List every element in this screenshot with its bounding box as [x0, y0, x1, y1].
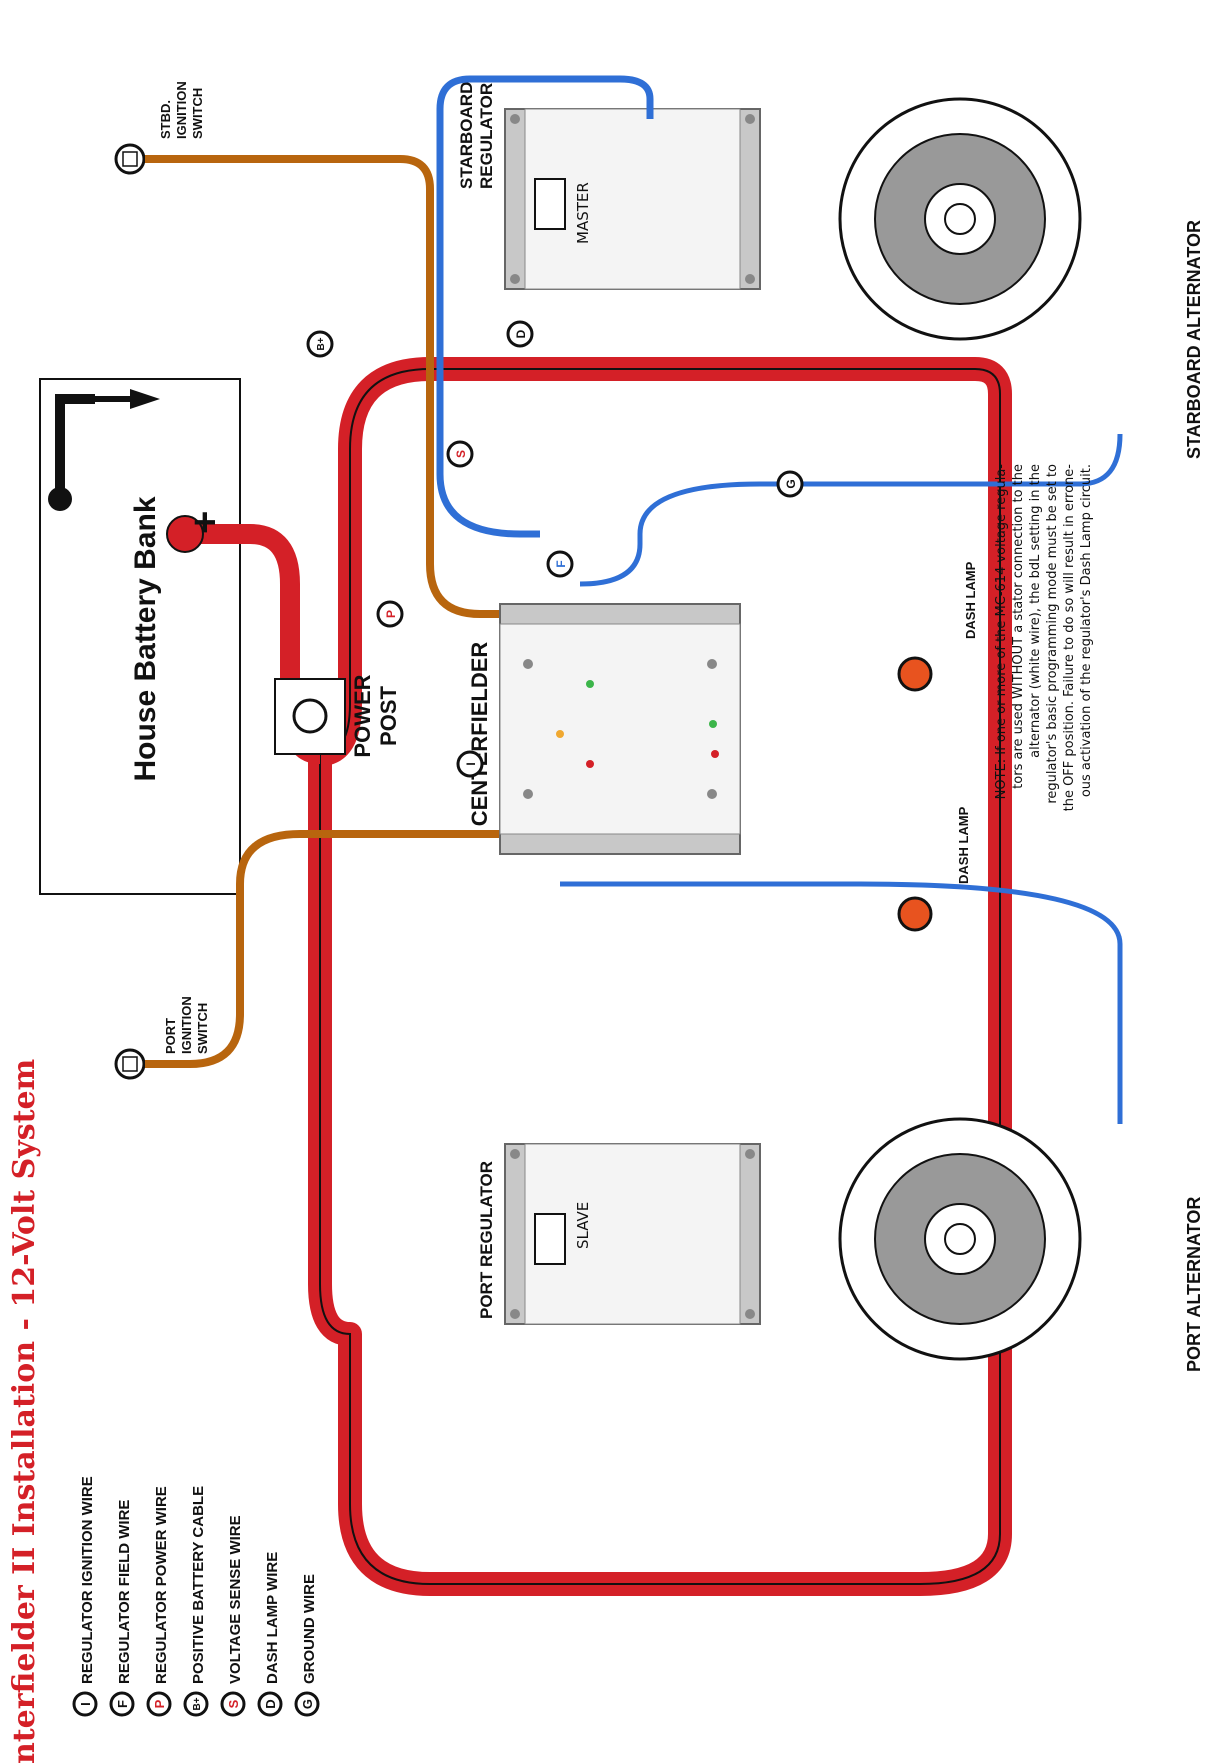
legend-label-dash: DASH LAMP WIRE — [264, 1552, 281, 1684]
power-post — [292, 698, 328, 734]
note-line-2: tors are used WITHOUT a stator connectio… — [1011, 464, 1026, 789]
svg-text:I: I — [464, 762, 478, 765]
legend: I REGULATOR IGNITION WIRE F REGULATOR FIEL… — [72, 1476, 320, 1717]
battery-bus-loop — [308, 357, 1012, 1596]
svg-text:B+: B+ — [192, 1697, 203, 1710]
stbd-reg-label-2: REGULATOR — [477, 83, 496, 189]
dash-lamp-lower — [897, 896, 933, 932]
svg-text:G: G — [300, 1699, 315, 1709]
dash-lamp-upper — [897, 656, 933, 692]
port-ignition-switch[interactable] — [114, 1048, 146, 1080]
marker-battery-1: B+ — [306, 330, 334, 358]
battery-label: House Battery Bank — [129, 496, 162, 781]
centerfielder-label: CENTERFIELDER — [467, 642, 492, 827]
legend-item-field: F REGULATOR FIELD WIRE — [109, 1500, 135, 1717]
svg-text:P: P — [152, 1699, 167, 1708]
svg-text:P: P — [384, 610, 398, 618]
dash-lamp-label-upper: DASH LAMP — [963, 561, 978, 639]
marker-ignition-1: I — [456, 750, 484, 778]
legend-label-power: REGULATOR POWER WIRE — [153, 1486, 170, 1684]
marker-field-1: F — [546, 550, 574, 578]
legend-item-power: P REGULATOR POWER WIRE — [146, 1486, 172, 1717]
starboard-alternator — [838, 97, 1082, 341]
svg-text:S: S — [454, 450, 468, 458]
marker-dash-1: D — [506, 320, 534, 348]
legend-item-ground: G GROUND WIRE — [294, 1574, 320, 1717]
svg-text:B+: B+ — [316, 337, 327, 350]
stbd-alternator-label: STARBOARD ALTERNATOR — [1184, 220, 1204, 459]
svg-text:D: D — [263, 1699, 278, 1708]
svg-text:G: G — [784, 479, 798, 488]
power-post-label-1: POWER — [350, 674, 375, 757]
power-post-label-2: POST — [376, 685, 401, 745]
marker-sense-1: S — [446, 440, 474, 468]
port-alternator-label: PORT ALTERNATOR — [1184, 1197, 1204, 1372]
legend-item-battery: B+ POSITIVE BATTERY CABLE — [183, 1486, 209, 1717]
centerfielder-module — [499, 603, 741, 855]
port-switch-label-1: PORT — [163, 1018, 178, 1054]
marker-ground-1: G — [776, 470, 804, 498]
svg-text:S: S — [226, 1699, 241, 1708]
port-reg-mode: SLAVE — [574, 1202, 592, 1249]
stbd-reg-mode: MASTER — [574, 182, 592, 244]
svg-text:I: I — [78, 1702, 93, 1706]
legend-label-ground: GROUND WIRE — [301, 1574, 318, 1684]
svg-text:F: F — [115, 1700, 130, 1708]
stbd-switch-label-3: SWITCH — [190, 88, 205, 139]
legend-label-field: REGULATOR FIELD WIRE — [116, 1500, 133, 1684]
port-switch-label-2: IGNITION — [179, 996, 194, 1054]
stbd-switch-label-2: IGNITION — [174, 81, 189, 139]
stbd-alt-field-wire — [579, 433, 1123, 587]
starboard-regulator — [504, 108, 761, 290]
note-line-6: ous activation of the regulator's Dash L… — [1079, 464, 1094, 797]
note-text-block: NOTE: If one or more of the MC-614 volta… — [994, 464, 1094, 812]
port-switch-label-3: SWITCH — [195, 1003, 210, 1054]
note-line-5: the OFF position. Failure to do so will … — [1062, 464, 1077, 812]
stbd-ignition-switch[interactable] — [114, 143, 146, 175]
legend-item-sense: S VOLTAGE SENSE WIRE — [220, 1515, 246, 1717]
legend-item-ignition: I REGULATOR IGNITION WIRE — [72, 1476, 98, 1717]
note-line-4: regulator's basic programming mode must … — [1045, 464, 1060, 804]
svg-text:F: F — [554, 560, 568, 567]
marker-power-1: P — [376, 600, 404, 628]
svg-text:D: D — [514, 329, 528, 338]
note-line-3: alternator (white wire), the bdL setting… — [1028, 464, 1043, 758]
battery-positive-terminal — [166, 515, 204, 553]
legend-label-ignition: REGULATOR IGNITION WIRE — [79, 1476, 96, 1684]
battery-plus: + — [183, 511, 227, 534]
diagram-title: nterfielder II Installation - 12-Volt Sy… — [7, 1058, 42, 1764]
port-alternator — [838, 1117, 1082, 1361]
stbd-switch-label-1: STBD. — [158, 100, 173, 139]
house-battery-bank — [39, 378, 241, 895]
battery-negative-terminal — [48, 487, 72, 511]
legend-label-battery: POSITIVE BATTERY CABLE — [190, 1486, 207, 1684]
port-reg-label: PORT REGULATOR — [477, 1161, 496, 1319]
legend-item-dash: D DASH LAMP WIRE — [257, 1552, 283, 1717]
legend-label-sense: VOLTAGE SENSE WIRE — [227, 1515, 244, 1684]
stbd-reg-label-1: STARBOARD — [457, 82, 476, 189]
dash-lamp-label-lower: DASH LAMP — [956, 806, 971, 884]
note-line-1: NOTE: If one or more of the MC-614 volta… — [994, 464, 1009, 800]
port-regulator — [504, 1143, 761, 1325]
port-field-wire — [560, 881, 1123, 1124]
stbd-field-wire — [436, 75, 654, 538]
